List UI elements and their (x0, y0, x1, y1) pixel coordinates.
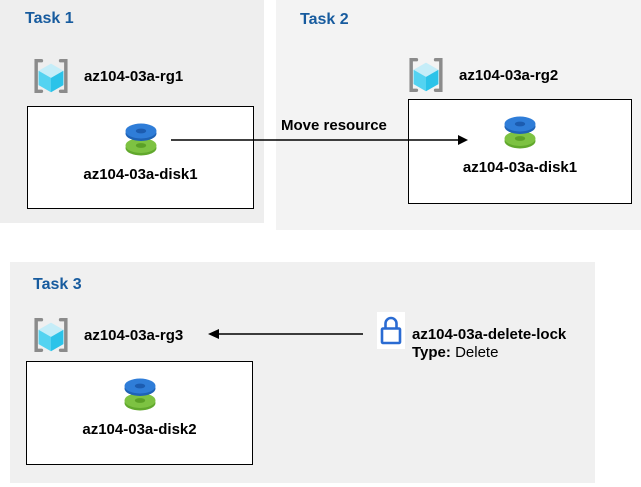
task1-resource-box: az104-03a-disk1 (27, 106, 254, 209)
resource-group-label: az104-03a-rg3 (84, 326, 184, 344)
task2-title: Task 2 (300, 11, 349, 28)
resource-group-icon (34, 317, 68, 353)
task1-resource-group: az104-03a-rg1 (29, 54, 183, 98)
delete-lock-type: Type: Delete (412, 344, 566, 362)
task2-resource-group: az104-03a-rg2 (404, 53, 558, 97)
delete-lock-type-value: Delete (455, 344, 499, 361)
disk-label: az104-03a-disk1 (462, 159, 578, 176)
task3-resource-box: az104-03a-disk2 (26, 361, 253, 465)
disk-label: az104-03a-disk2 (82, 421, 197, 438)
task1-title: Task 1 (25, 10, 74, 27)
lock-icon (380, 316, 402, 344)
delete-lock-type-label: Type: (412, 344, 451, 361)
move-resource-label: Move resource (281, 117, 387, 134)
managed-disk-icon (125, 123, 156, 156)
task3-title: Task 3 (33, 276, 82, 293)
managed-disk-icon (124, 378, 155, 411)
resource-group-icon (409, 57, 443, 93)
resource-group-label: az104-03a-rg1 (84, 67, 184, 85)
delete-lock-info: az104-03a-delete-lock Type: Delete (412, 326, 566, 362)
resource-group-icon (34, 58, 68, 94)
disk-label: az104-03a-disk1 (83, 166, 198, 183)
delete-lock-name: az104-03a-delete-lock (412, 326, 567, 343)
delete-lock-tile (377, 312, 405, 349)
managed-disk-icon (504, 116, 536, 149)
task2-resource-box: az104-03a-disk1 (408, 99, 632, 204)
resource-group-label: az104-03a-rg2 (459, 66, 559, 84)
task3-resource-group: az104-03a-rg3 (29, 313, 183, 357)
